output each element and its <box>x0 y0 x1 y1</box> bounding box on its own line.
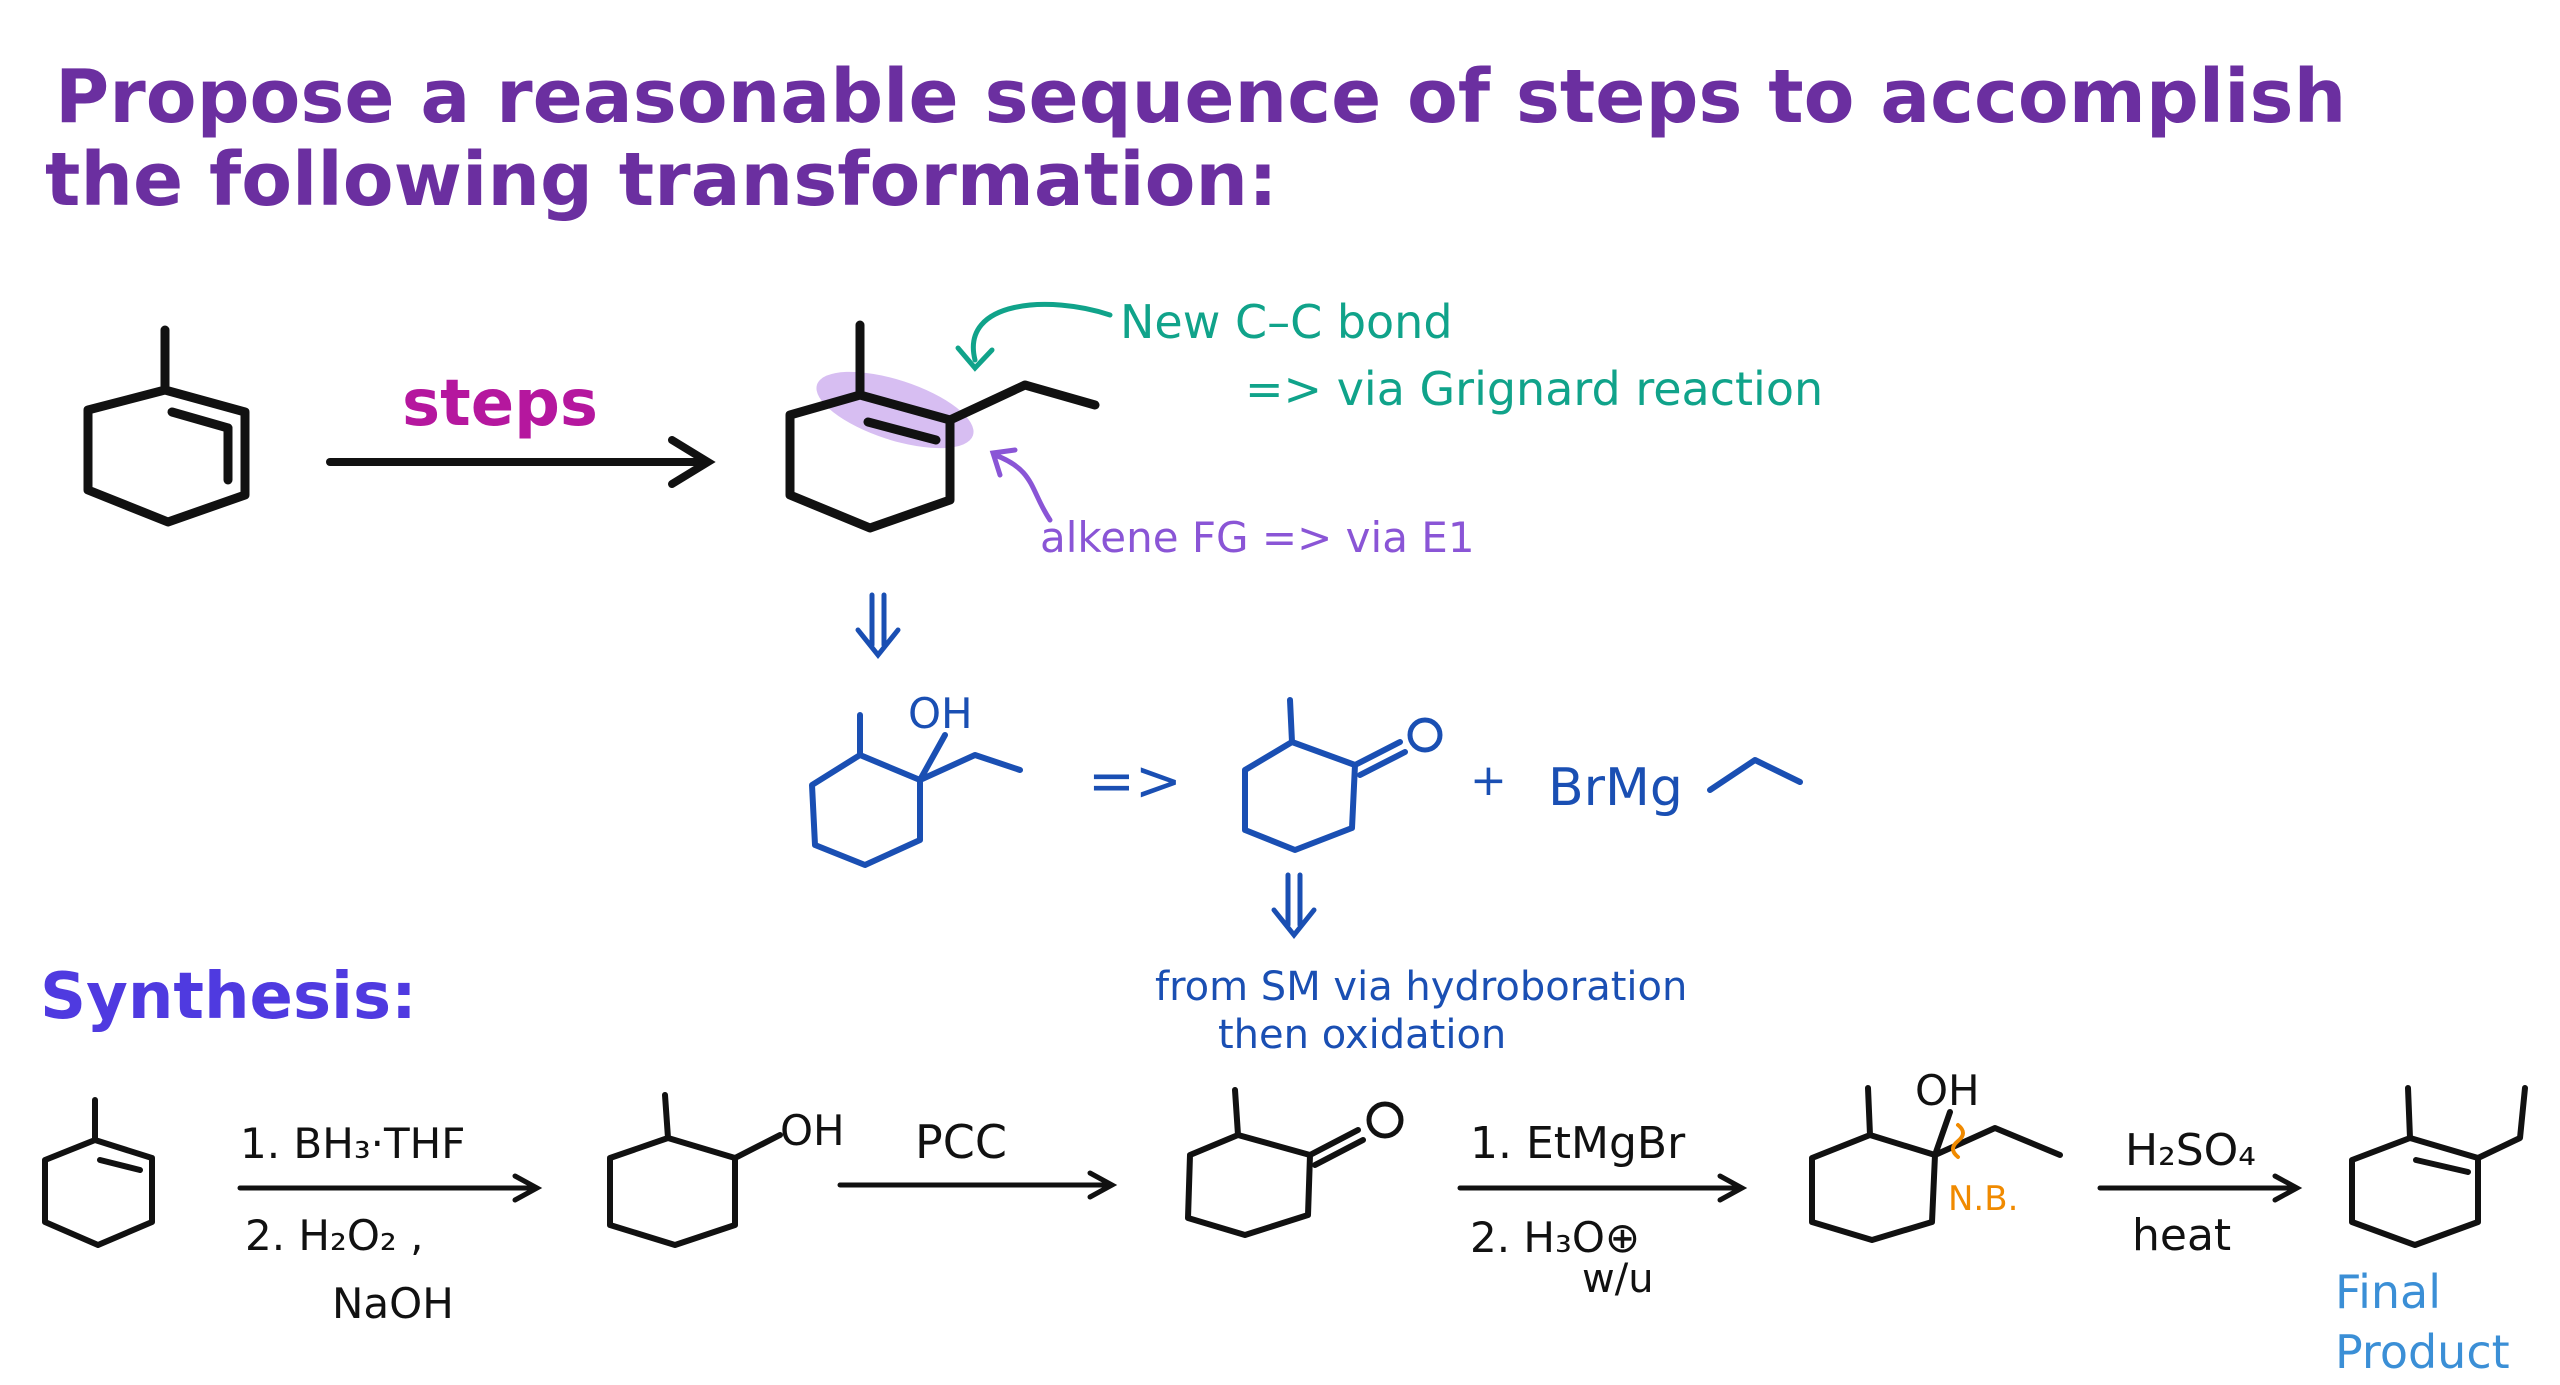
tert-alcohol-oh-label: OH <box>1915 1066 1980 1115</box>
target-1-ethyl-2-methylcyclohexene <box>785 320 1100 533</box>
alcohol-oh-label: OH <box>780 1106 845 1155</box>
retro-arrow-down-1 <box>855 592 901 660</box>
final-product-label-1: Final <box>2335 1265 2441 1319</box>
retro-note-line-2: then oxidation <box>1218 1012 1506 1058</box>
retro-2-methylcyclohexanone <box>1242 697 1408 853</box>
retro-arrow: => <box>1088 749 1182 814</box>
step4-reagent-1: H₂SO₄ <box>2125 1125 2256 1176</box>
starting-material-1-methylcyclohexene <box>83 325 250 527</box>
synthesis-starting-material <box>42 1097 155 1248</box>
synthesis-2-methylcyclohexanone <box>1185 1087 1366 1238</box>
forward-arrow <box>326 436 716 488</box>
step4-reagent-2: heat <box>2132 1210 2231 1261</box>
step1-reagent-2: 2. H₂O₂ , <box>245 1211 423 1260</box>
retro-ethyl-chain <box>1707 757 1803 793</box>
bond-pointer-arrowhead <box>955 345 995 372</box>
bond-pointer-arrow <box>970 301 1113 363</box>
retro-oh-label: OH <box>908 689 973 738</box>
retro-note-line-1: from SM via hydroboration <box>1155 964 1687 1010</box>
step3-reagent-2: 2. H₃O⊕ <box>1470 1213 1640 1262</box>
synthesis-heading: Synthesis: <box>40 960 417 1034</box>
step3-arrow <box>1457 1173 1748 1203</box>
final-product-structure <box>2349 1085 2528 1248</box>
retro-plus: + <box>1470 755 1507 806</box>
steps-label: steps <box>402 367 598 441</box>
step2-arrow <box>837 1170 1118 1200</box>
step1-reagent-1: 1. BH₃·THF <box>240 1119 465 1168</box>
step4-arrow <box>2097 1173 2303 1203</box>
alkene-pointer-arrowhead <box>989 447 1018 478</box>
new-bond-tag: N.B. <box>1948 1179 2018 1219</box>
alkene-pointer-arrow <box>992 452 1053 523</box>
final-product-label-2: Product <box>2335 1325 2510 1379</box>
retro-arrow-down-2 <box>1271 872 1317 940</box>
step1-arrow <box>237 1173 543 1203</box>
step1-reagent-3: NaOH <box>332 1279 454 1328</box>
retro-ketone-oxygen <box>1407 717 1443 753</box>
retro-grignard-reagent: BrMg <box>1548 758 1683 818</box>
annotation-alkene-fg: alkene FG => via E1 <box>1040 513 1475 562</box>
annotation-via-grignard: => via Grignard reaction <box>1245 362 1823 416</box>
alkene-highlight <box>816 371 974 449</box>
step3-reagent-3: w/u <box>1582 1256 1654 1302</box>
step2-reagent: PCC <box>915 1115 1007 1169</box>
title-line-2: the following transformation: <box>45 137 1278 223</box>
retro-tertiary-alcohol <box>809 712 1023 868</box>
step3-reagent-1: 1. EtMgBr <box>1470 1118 1686 1169</box>
annotation-new-cc-bond: New C–C bond <box>1120 295 1453 349</box>
synthesis-2-methylcyclohexanol <box>607 1092 783 1248</box>
new-bond-squiggle <box>1951 1123 1965 1159</box>
title-line-1: Propose a reasonable sequence of steps t… <box>55 54 2346 140</box>
ketone-oxygen <box>1366 1101 1404 1139</box>
